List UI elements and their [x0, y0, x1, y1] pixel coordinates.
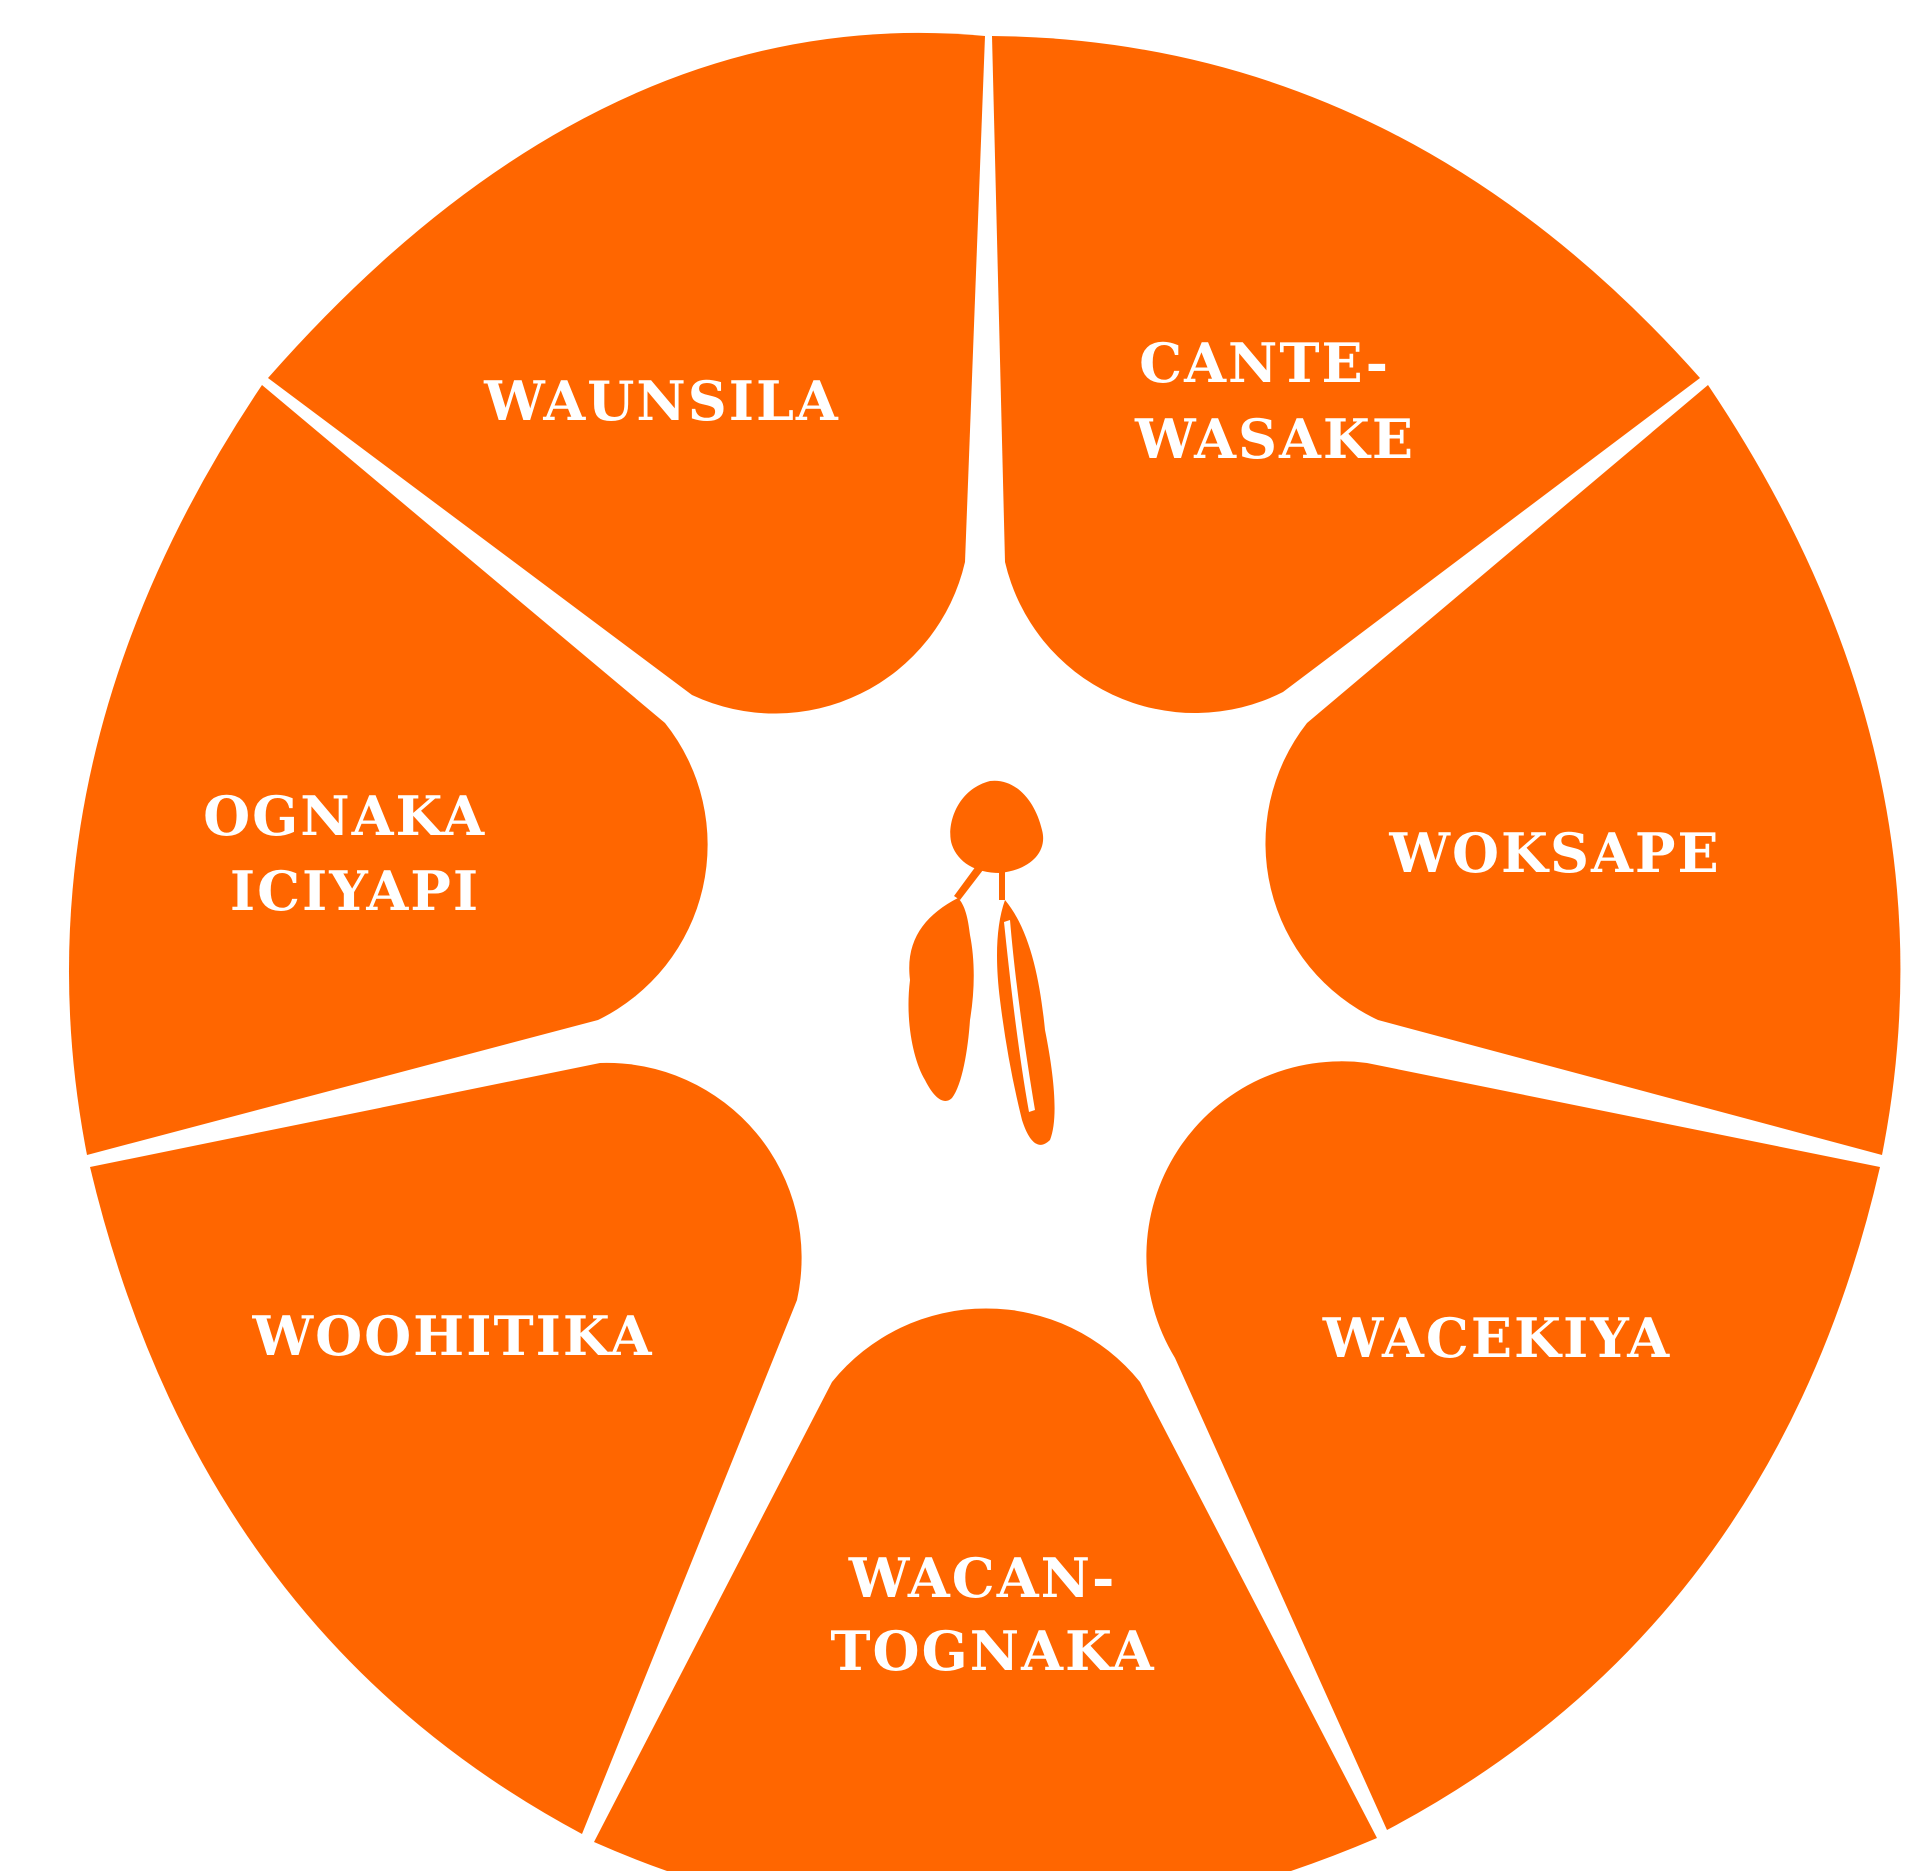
segment-label-waunsila: WAUNSILA	[483, 369, 840, 433]
segment-cante-wasake	[992, 36, 1700, 714]
segment-label-woksape: WOKSAPE	[1388, 821, 1720, 885]
feather-icon	[908, 780, 1055, 1145]
segment-woohitika	[90, 1062, 802, 1834]
segment-wacan-tognaka	[594, 1308, 1377, 1871]
segment-wacekiya	[1146, 1061, 1880, 1830]
segment-waunsila	[268, 32, 985, 714]
segment-label-wacan-tognaka: WACAN- TOGNAKA	[830, 1546, 1155, 1683]
segment-label-ognaka-iciyapi: OGNAKA ICIYAPI	[203, 784, 507, 923]
segment-ognaka-iciyapi	[68, 385, 708, 1155]
segment-label-cante-wasake: CANTE- WASAKE	[1134, 331, 1415, 471]
segment-label-woohitika: WOOHITIKA	[251, 1304, 653, 1368]
segment-label-wacekiya: WACEKIYA	[1322, 1306, 1671, 1370]
segment-woksape	[1265, 385, 1901, 1155]
